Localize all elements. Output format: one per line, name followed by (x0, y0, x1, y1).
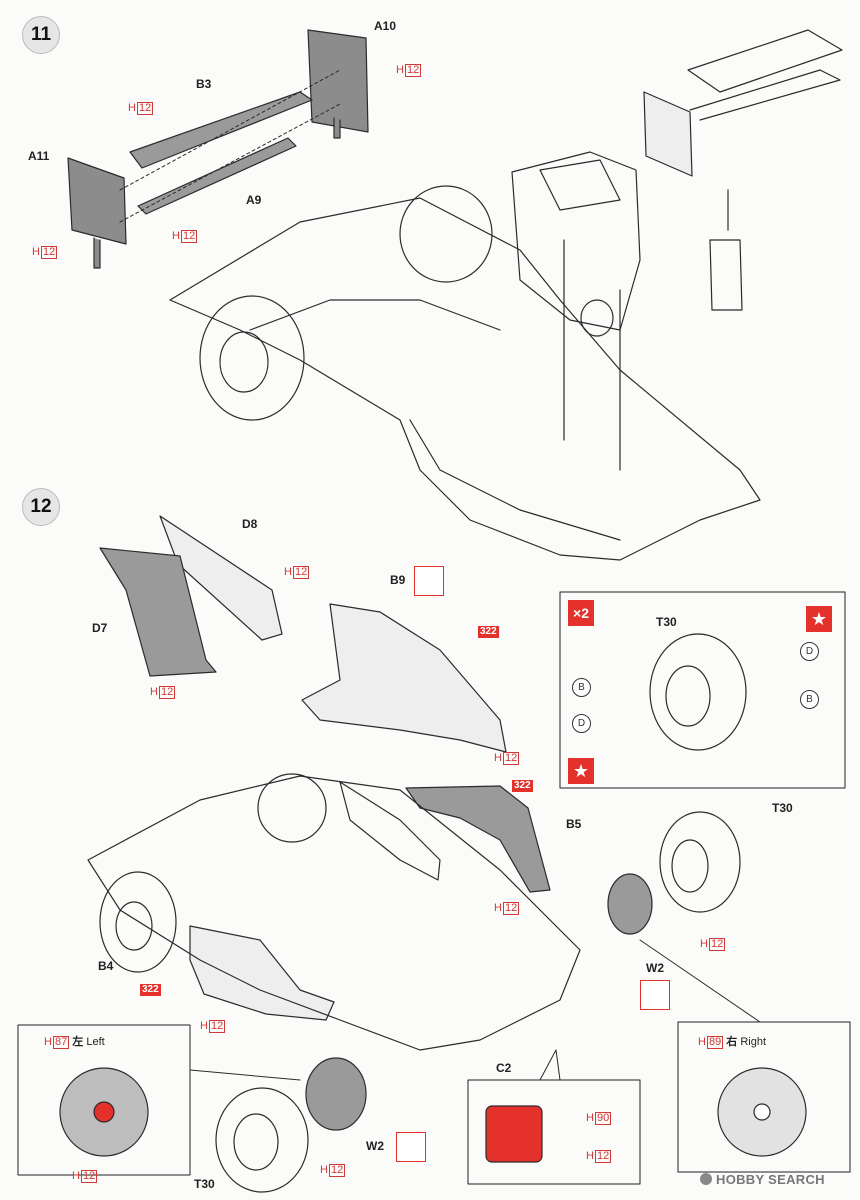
left-wheel-inset (17, 1024, 191, 1176)
paint-code-322: 322 (478, 626, 499, 638)
part-label-d7: D7 (92, 621, 108, 635)
part-label-t30-right: T30 (772, 801, 793, 815)
tyre-inset-frame (559, 591, 846, 789)
watermark: HOBBY SEARCH (700, 1172, 825, 1187)
star-icon: ★ (568, 758, 594, 784)
paint-code-322: 322 (140, 984, 161, 996)
quantity-badge: ×2 (568, 600, 594, 626)
part-label-w2-bottom: W2 (366, 1139, 384, 1153)
paint-code-322: 322 (512, 780, 533, 792)
c2-detail-inset (467, 1079, 641, 1185)
part-label-b5: B5 (566, 817, 582, 831)
part-label-b9: B9 (390, 573, 406, 587)
part-label-b3: B3 (196, 77, 212, 91)
part-circle-d: D (800, 642, 819, 661)
part-circle-d: D (572, 714, 591, 733)
no-paint-icon (396, 1132, 426, 1162)
step-number-11: 11 (22, 16, 60, 54)
no-paint-icon (640, 980, 670, 1010)
part-label-d8: D8 (242, 517, 258, 531)
part-label-w2-right: W2 (646, 961, 664, 975)
part-label-c2: C2 (496, 1061, 512, 1075)
part-label-a9: A9 (246, 193, 262, 207)
step-11-drawing (67, 29, 843, 561)
part-circle-b: B (800, 690, 819, 709)
star-icon: ★ (806, 606, 832, 632)
part-label-a10: A10 (374, 19, 397, 33)
hobby-search-icon (700, 1173, 712, 1185)
part-circle-b: B (572, 678, 591, 697)
step-number-12: 12 (22, 488, 60, 526)
right-wheel-inset (677, 1021, 851, 1173)
part-label-t30-bottom: T30 (194, 1177, 215, 1191)
part-label-t30-inset: T30 (656, 615, 677, 629)
no-paint-icon (414, 566, 444, 596)
part-label-a11: A11 (28, 149, 50, 163)
step-12-drawing (87, 515, 747, 1193)
part-label-b4: B4 (98, 959, 114, 973)
